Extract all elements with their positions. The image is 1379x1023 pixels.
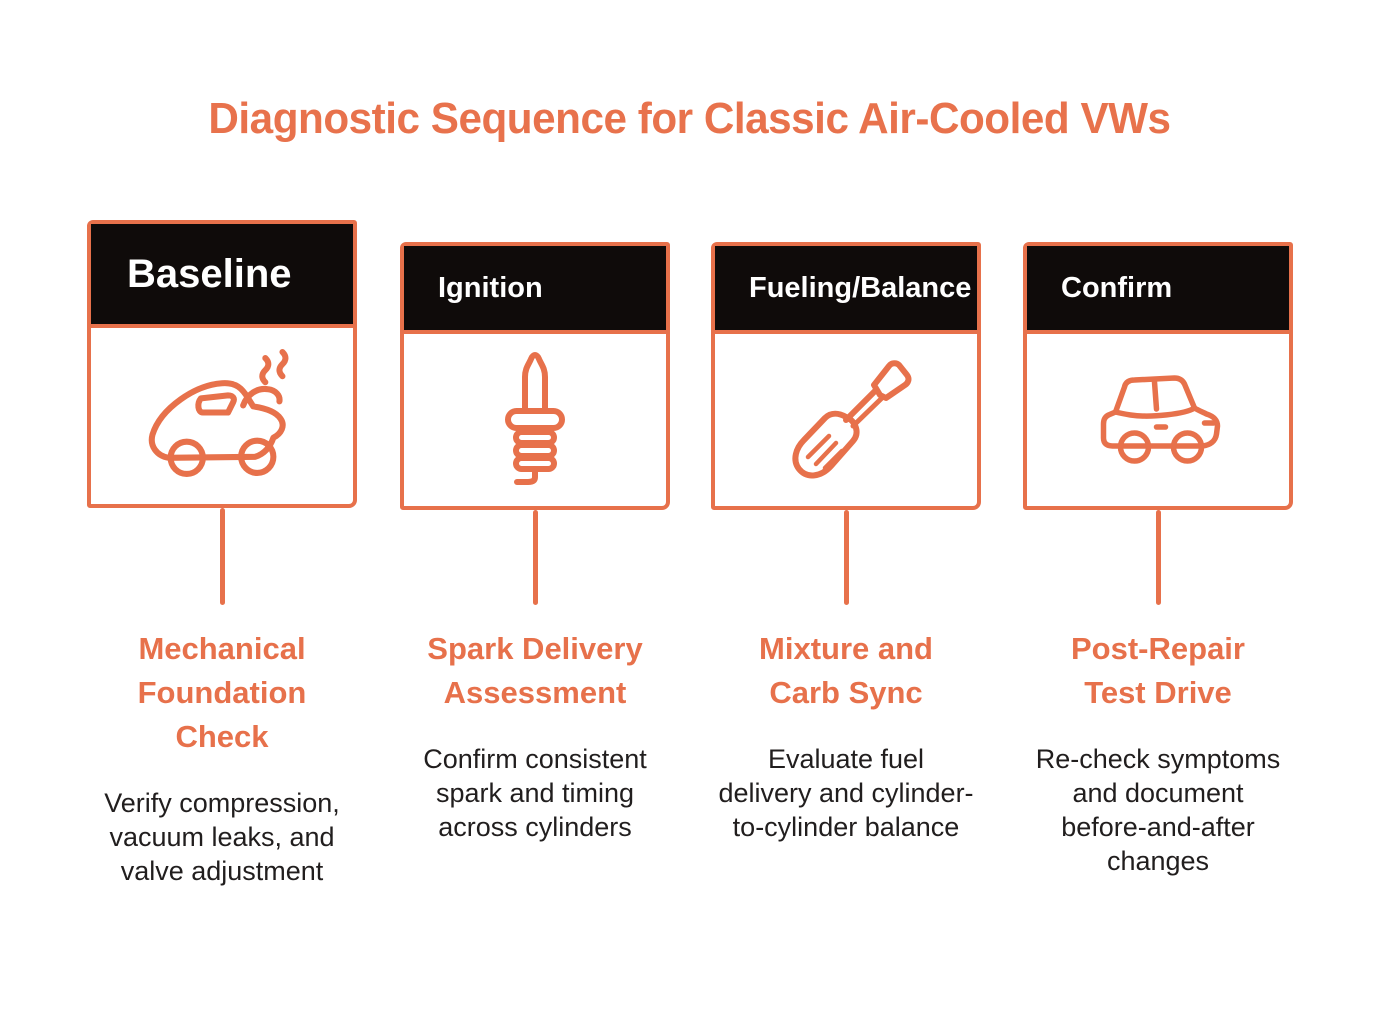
step-icon-area: [1027, 334, 1289, 506]
wagon-car-icon: [1100, 375, 1221, 464]
step-header-label: Baseline: [127, 251, 292, 296]
step-header-label: Fueling/Balance: [749, 271, 972, 304]
step-card: Fueling/Balance: [711, 242, 981, 510]
step-description: Re-check symptoms and document before-an…: [1035, 744, 1281, 876]
step-card: Ignition: [400, 242, 670, 510]
step-column-ignition: Ignition Spark Delivery Assessment Confi…: [400, 242, 670, 844]
connector-line: [843, 510, 849, 605]
step-header: Ignition: [404, 246, 666, 334]
step-column-baseline: Baseline Mechanical Foundation Check Ver…: [87, 220, 357, 888]
page-title: Diagnostic Sequence for Classic Air-Cool…: [208, 94, 1171, 143]
step-header-label: Ignition: [438, 271, 543, 304]
connector-line: [532, 510, 538, 605]
step-heading: Post-Repair Test Drive: [1071, 631, 1245, 710]
step-header: Fueling/Balance: [715, 246, 977, 334]
step-column-fueling-balance: Fueling/Balance Mixture and Carb Sync Ev…: [711, 242, 981, 844]
step-icon-area: [715, 334, 977, 506]
step-card: Baseline: [87, 220, 357, 508]
screwdriver-icon: [792, 360, 912, 479]
step-icon-area: [91, 328, 353, 504]
step-column-confirm: Confirm Post-Repair Test Drive Re-check …: [1023, 242, 1293, 878]
step-heading: Mechanical Foundation Check: [137, 631, 307, 754]
step-description: Verify compression, vacuum leaks, and va…: [104, 788, 340, 886]
connector-line: [219, 508, 225, 605]
car-hood-open-icon: [148, 349, 289, 477]
step-heading: Mixture and Carb Sync: [759, 631, 933, 710]
step-header-label: Confirm: [1061, 271, 1173, 304]
step-header: Baseline: [91, 224, 353, 328]
spark-plug-icon: [505, 352, 565, 485]
step-description: Evaluate fuel delivery and cylinder- to-…: [718, 744, 974, 842]
step-description: Confirm consistent spark and timing acro…: [423, 744, 647, 842]
step-heading: Spark Delivery Assessment: [427, 631, 643, 710]
step-header: Confirm: [1027, 246, 1289, 334]
step-card: Confirm: [1023, 242, 1293, 510]
step-icon-area: [404, 334, 666, 506]
connector-line: [1155, 510, 1161, 605]
